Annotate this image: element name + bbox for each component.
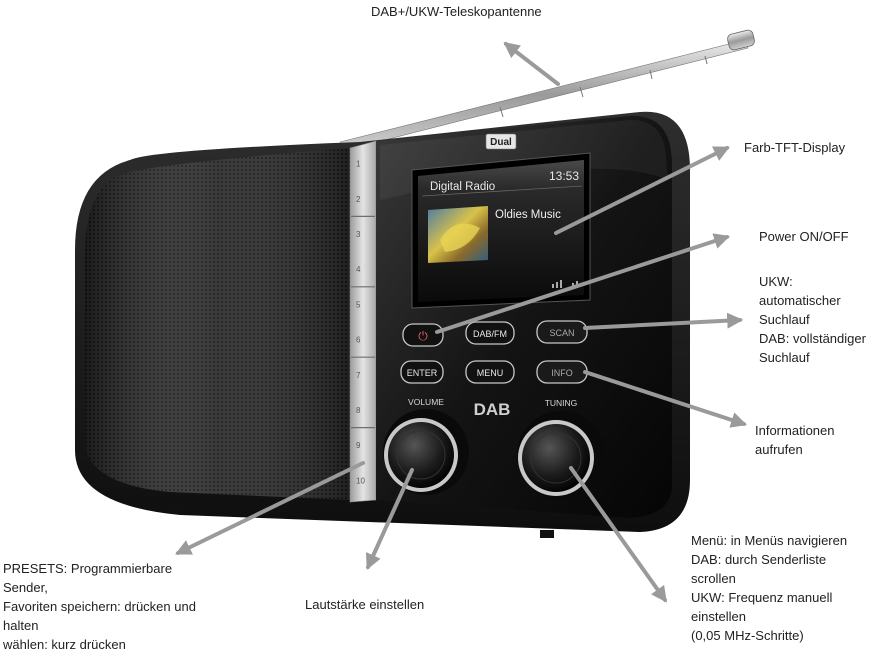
dabfm-button[interactable]: DAB/FM: [465, 321, 515, 345]
preset-number-1: 1: [356, 160, 361, 169]
preset-button-7[interactable]: 7: [351, 356, 375, 380]
info-label: INFO: [551, 368, 573, 378]
info-description: Informationen aufrufen: [755, 423, 835, 457]
menu-label: MENU: [477, 368, 504, 378]
preset-button-2[interactable]: 2: [356, 195, 361, 204]
tuning-arrow: [569, 466, 667, 603]
preset-button-3[interactable]: 3: [351, 215, 375, 239]
dual-brand-badge: Dual: [485, 133, 517, 150]
preset-number-5: 5: [356, 300, 361, 309]
dab-logo: DAB: [474, 400, 511, 419]
volume-knob[interactable]: [383, 409, 469, 495]
callout-arrows: [175, 42, 748, 603]
scan-description: UKW: automatischer Suchlauf DAB: vollstä…: [759, 274, 866, 365]
presets-arrow: [175, 461, 365, 555]
preset-button-10[interactable]: 10: [356, 476, 365, 485]
antenna-label: DAB+/UKW-Teleskopantenne: [371, 4, 542, 19]
power-arrow: [435, 233, 731, 334]
preset-button-4[interactable]: 4: [356, 265, 361, 274]
tuning-knob-label: TUNING: [545, 398, 578, 408]
power-button[interactable]: ⏻: [402, 323, 444, 347]
display-arrow: [554, 146, 730, 235]
screen-station-text: Oldies Music: [495, 209, 561, 221]
scan-button[interactable]: SCAN: [536, 320, 588, 344]
info-button[interactable]: INFO: [536, 360, 588, 384]
dabfm-label: DAB/FM: [473, 329, 507, 339]
info-arrow: [583, 370, 748, 428]
scan-label: SCAN: [549, 328, 574, 338]
antenna-arrow: [503, 42, 560, 86]
enter-button[interactable]: ENTER: [400, 360, 444, 384]
brand-text: Dual: [490, 137, 512, 148]
preset-number-10: 10: [356, 476, 365, 485]
tuning-knob[interactable]: [517, 411, 605, 499]
preset-button-9[interactable]: 9: [351, 427, 375, 451]
preset-button-5[interactable]: 5: [351, 286, 375, 310]
screen-time-text: 13:53: [549, 169, 579, 183]
speaker-grille: [85, 148, 352, 500]
preset-button-8[interactable]: 8: [356, 406, 361, 415]
menu-button[interactable]: MENU: [465, 360, 515, 384]
preset-number-6: 6: [356, 336, 361, 345]
preset-number-7: 7: [356, 371, 361, 380]
volume-description: Lautstärke einstellen: [305, 597, 425, 612]
tuning-description: Menü: in Menüs navigieren DAB: durch Sen…: [691, 533, 848, 643]
power-icon: ⏻: [418, 329, 428, 343]
display-label: Farb-TFT-Display: [744, 140, 846, 155]
preset-number-8: 8: [356, 406, 361, 415]
tft-display: Digital Radio 13:53 Oldies Music: [411, 152, 591, 309]
scan-arrow: [583, 312, 744, 330]
screen-mode-text: Digital Radio: [430, 181, 495, 193]
presets-description: PRESETS: Programmierbare Sender, Favorit…: [3, 561, 196, 652]
preset-number-2: 2: [356, 195, 361, 204]
preset-buttons-strip: 1 2 3 4 5 6 7 8 9 10: [349, 140, 377, 503]
preset-number-3: 3: [356, 230, 361, 239]
preset-number-9: 9: [356, 441, 361, 450]
power-label: Power ON/OFF: [759, 229, 849, 244]
volume-arrow: [366, 468, 414, 570]
enter-label: ENTER: [407, 368, 438, 378]
volume-knob-label: VOLUME: [408, 397, 444, 407]
preset-button-6[interactable]: 6: [356, 336, 361, 345]
preset-number-4: 4: [356, 265, 361, 274]
preset-button-1[interactable]: 1: [356, 160, 361, 169]
